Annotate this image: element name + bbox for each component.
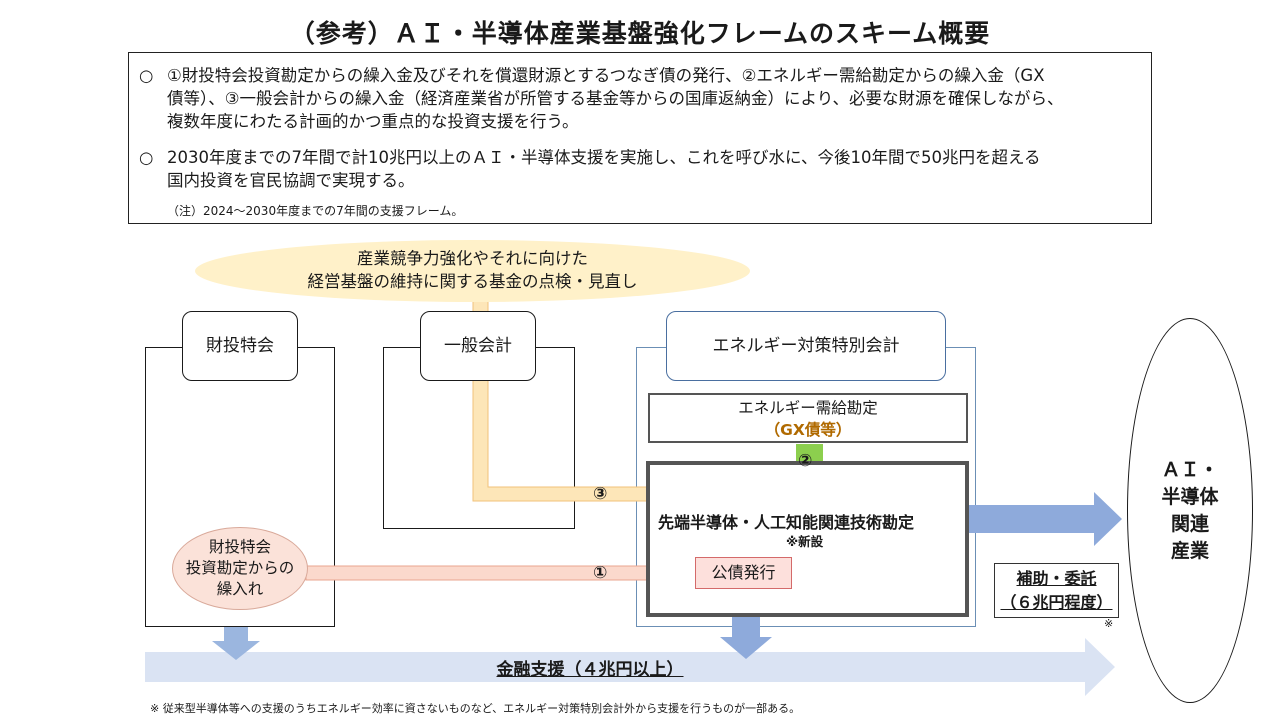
fiscal-transfer-line3: 繰入れ [216,580,264,598]
summary-p1-line1: ①財投特会投資勘定からの繰入金及びそれを償還財源とするつなぎ債の発行、②エネルギ… [167,66,1045,85]
industry-line4: 産業 [1170,540,1209,562]
industry-line3: 関連 [1170,513,1209,535]
summary-note: （注）2024～2030年度までの7年間の支援フレーム。 [167,204,464,218]
subsidy-flow-arrow [966,492,1122,546]
subsidy-footnote-mark: ※ [1104,617,1114,630]
energy-account-label: エネルギー対策特別会計 [666,311,946,381]
advanced-tech-account: 先端半導体・人工知能関連技術勘定 ※新設 [646,461,969,617]
energy-demand-account: エネルギー需給勘定 （GX債等） [648,393,968,443]
flow-number-3: ③ [593,484,608,504]
fiscal-transfer-flow-arrow [305,557,691,589]
flow-number-1: ① [593,563,608,583]
new-establishment-note: ※新設 [786,534,824,549]
energy-down-arrow [720,617,772,659]
fund-review-line1: 産業競争力強化やそれに向けた [357,249,588,268]
summary-paragraph-1: ○ ①財投特会投資勘定からの繰入金及びそれを償還財源とするつなぎ債の発行、②エネル… [139,64,1064,133]
fiscal-down-arrow [212,627,260,660]
page-title: （参考）ＡＩ・半導体産業基盤強化フレームのスキーム概要 [289,19,991,48]
energy-demand-label: エネルギー需給勘定 [738,399,878,417]
fiscal-investment-account-label: 財投特会 [182,311,298,381]
flow-number-2: ② [798,451,813,471]
fund-review-ellipse: 産業競争力強化やそれに向けた 経営基盤の維持に関する基金の点検・見直し [195,240,750,302]
ai-semiconductor-industry-ellipse: ＡＩ・ 半導体 関連 産業 [1127,318,1253,703]
industry-line1: ＡＩ・ [1161,459,1219,481]
footnote: ※ 従来型半導体等への支援のうちエネルギー効率に資さないものなど、エネルギー対策… [150,702,801,715]
summary-box: ○ ①財投特会投資勘定からの繰入金及びそれを償還財源とするつなぎ債の発行、②エネル… [128,52,1152,224]
summary-p2-line1: 2030年度までの7年間で計10兆円以上のＡＩ・半導体支援を実施し、これを呼び水… [167,148,1041,167]
general-account-label: 一般会計 [420,311,536,381]
summary-p1-line2: 債等）、③一般会計からの繰入金（経済産業省が所管する基金等からの国庫返納金）によ… [167,89,1064,108]
fiscal-transfer-ellipse: 財投特会 投資勘定からの 繰入れ [172,527,308,610]
finance-support-label: 金融支援（４兆円以上） [496,660,684,680]
summary-p2-line2: 国内投資を官民協調で実現する。 [167,171,415,190]
summary-p1-line3: 複数年度にわたる計画的かつ重点的な投資支援を行う。 [167,112,579,131]
bullet: ○ [139,148,154,167]
subsidy-amount: （６兆円程度） [1000,593,1113,612]
industry-line2: 半導体 [1161,486,1219,508]
summary-paragraph-2: ○ 2030年度までの7年間で計10兆円以上のＡＩ・半導体支援を実施し、これを呼び… [139,146,1041,192]
advanced-tech-account-label: 先端半導体・人工知能関連技術勘定 [658,513,915,532]
subsidy-label: 補助・委託 [1016,569,1097,588]
fund-review-line2: 経営基盤の維持に関する基金の点検・見直し [307,272,638,291]
subsidy-box: 補助・委託 （６兆円程度） [994,563,1119,618]
finance-support-arrow [145,638,1115,696]
fiscal-transfer-line2: 投資勘定からの [185,559,295,577]
fiscal-transfer-line1: 財投特会 [208,538,271,556]
bond-issue-box: 公債発行 [695,557,792,589]
gx-bond-label: （GX債等） [764,421,852,439]
bullet: ○ [139,66,154,85]
